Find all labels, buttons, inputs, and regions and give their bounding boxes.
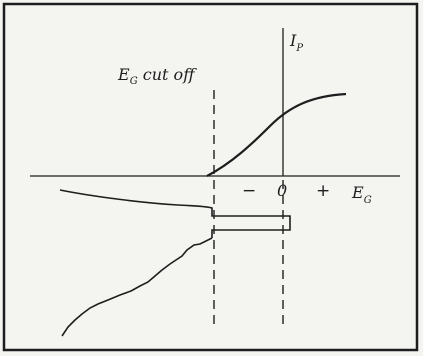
minus-sign: − — [242, 181, 256, 201]
output-waveform — [59, 189, 291, 238]
figure-border — [2, 2, 419, 352]
plus-sign: + — [316, 181, 330, 201]
plate-current-label: IP — [289, 31, 303, 54]
cutoff-label: EG cut off — [117, 65, 197, 87]
zero-label: 0 — [277, 181, 287, 200]
grid-signal-waveform — [61, 237, 213, 337]
grid-voltage-label: EG — [351, 183, 372, 206]
plate-current-curve — [206, 92, 347, 177]
